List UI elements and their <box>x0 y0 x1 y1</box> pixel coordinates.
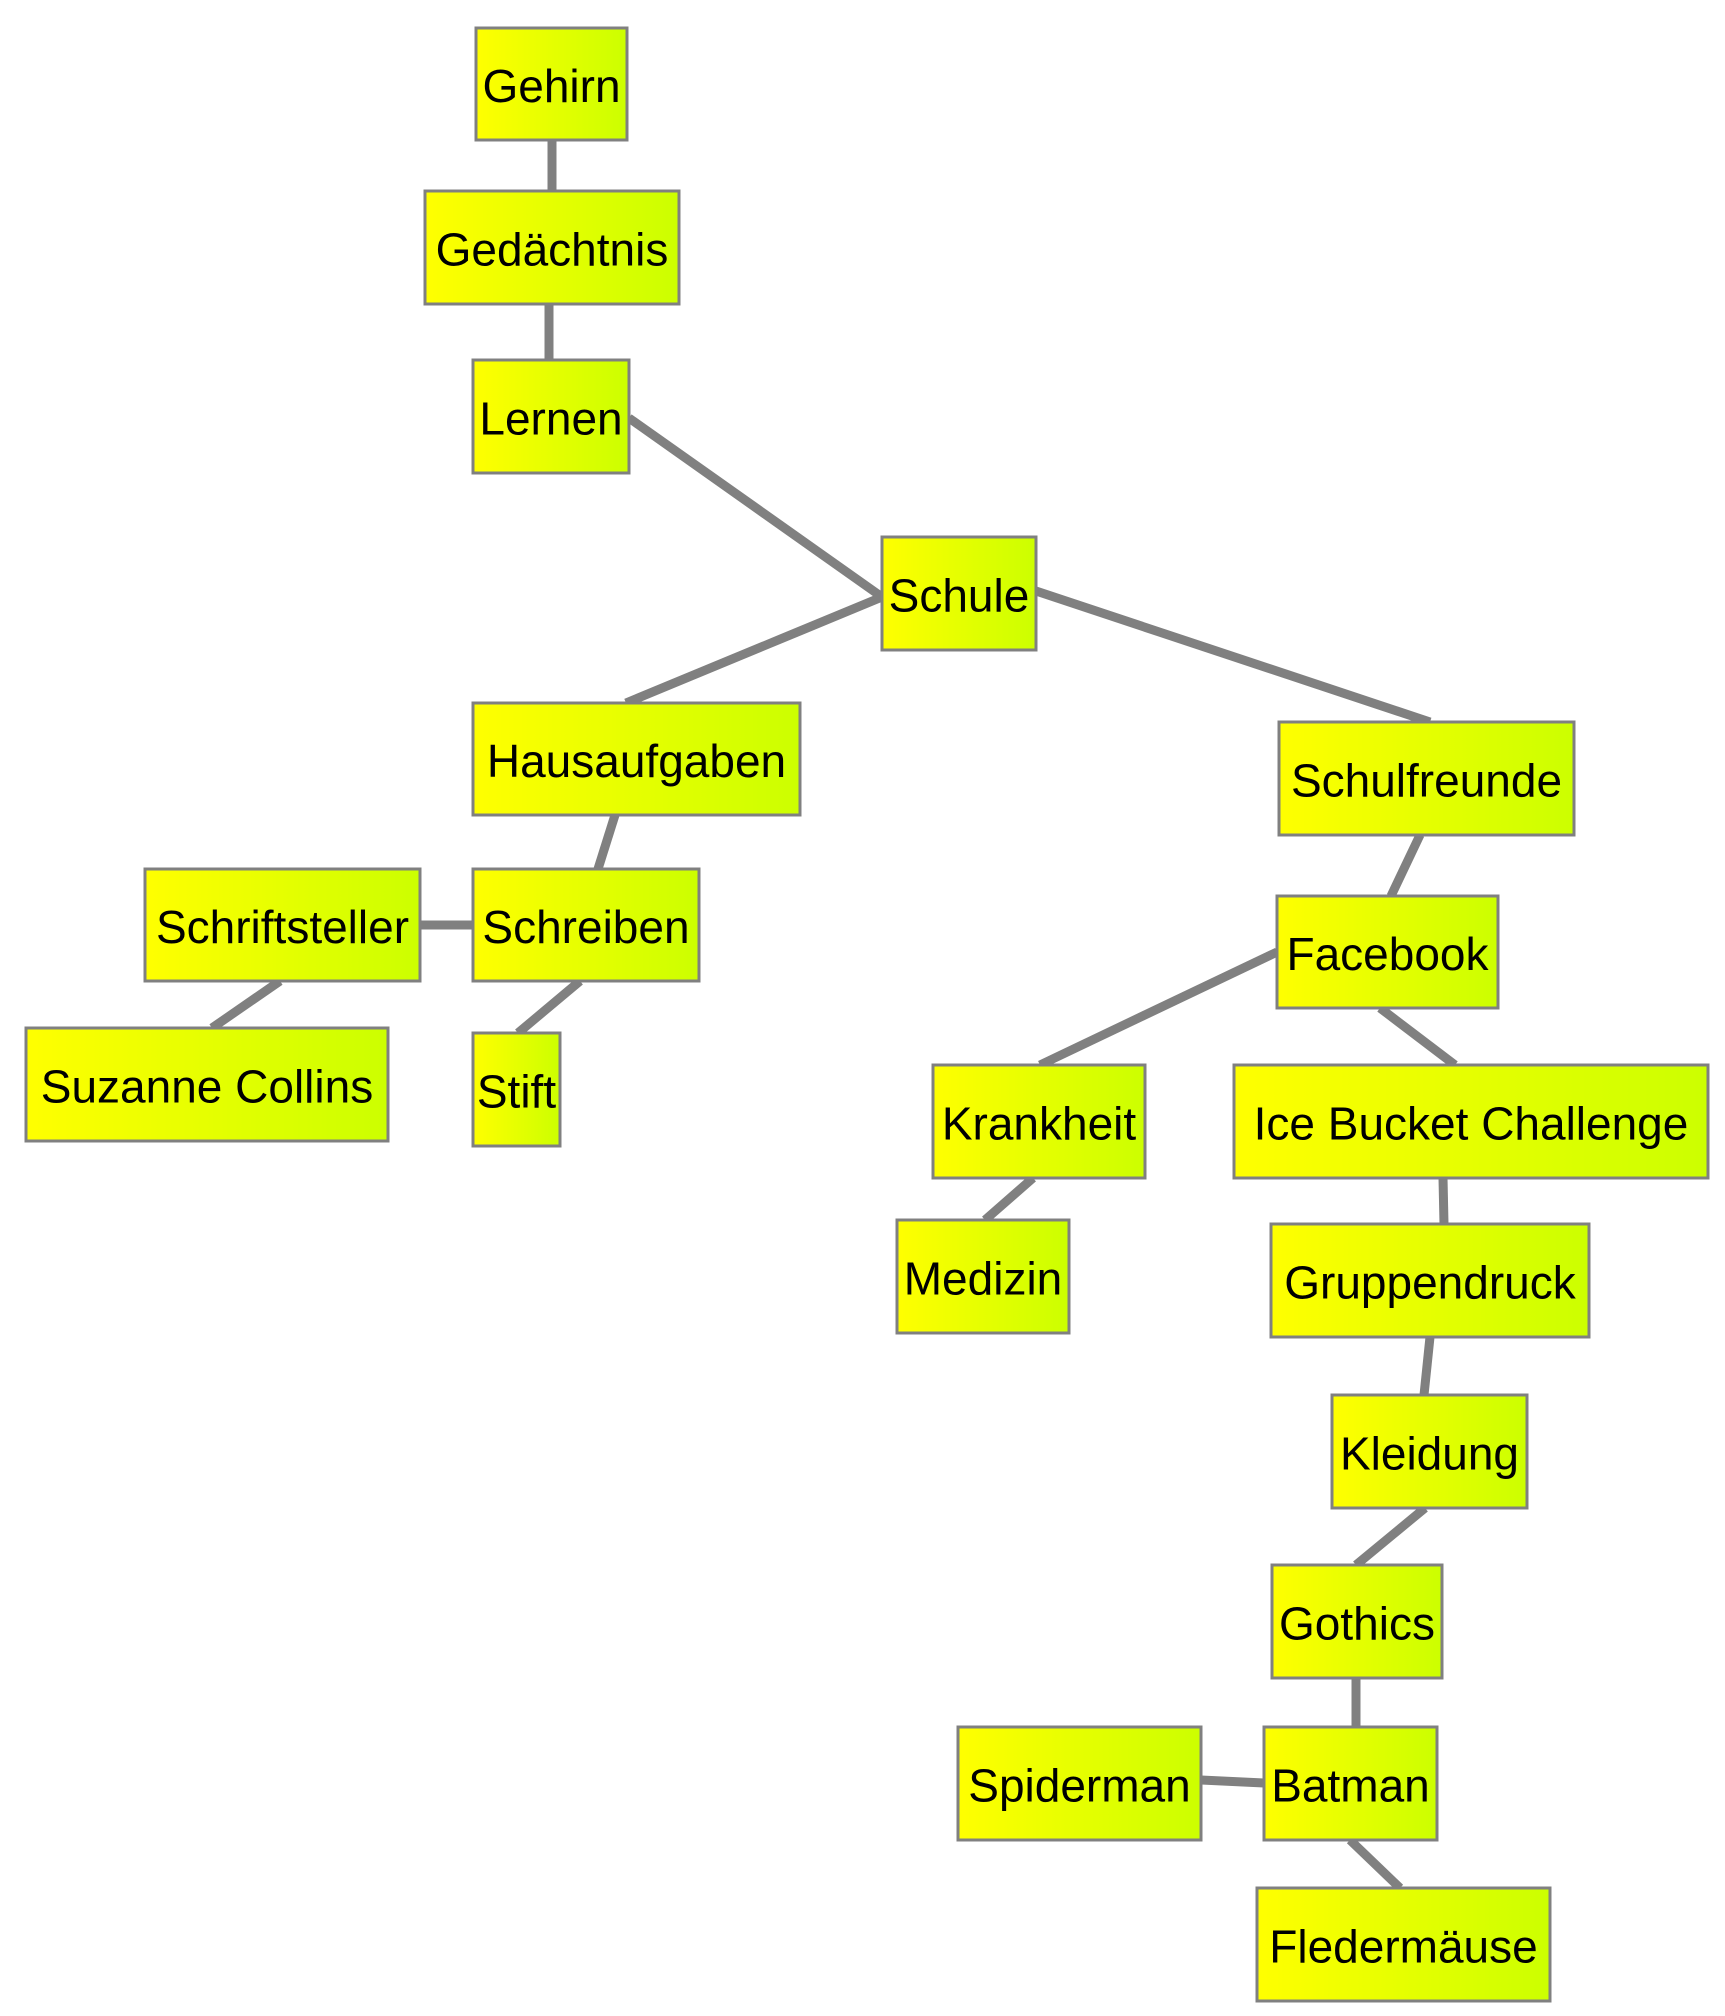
edge-krankheit-medizin <box>982 1174 1036 1224</box>
node-gehirn[interactable]: Gehirn <box>474 26 629 142</box>
edge-ice-bucket-challenge-gruppendruck <box>1438 1177 1449 1225</box>
node-box[interactable] <box>1262 1725 1439 1842</box>
node-label: Hausaufgaben <box>487 735 786 787</box>
node-batman[interactable]: Batman <box>1262 1725 1439 1842</box>
node-stift[interactable]: Stift <box>471 1031 562 1148</box>
edge-lernen-schule <box>626 414 885 601</box>
node-krankheit[interactable]: Krankheit <box>931 1063 1147 1180</box>
node-label: Schreiben <box>482 901 689 953</box>
node-label: Schulfreunde <box>1291 755 1562 807</box>
node-box[interactable] <box>1255 1886 1552 2003</box>
node-ice-bucket-challenge[interactable]: Ice Bucket Challenge <box>1232 1063 1710 1180</box>
node-label: Gehirn <box>482 60 620 112</box>
node-spiderman[interactable]: Spiderman <box>956 1725 1203 1842</box>
node-box[interactable] <box>895 1218 1071 1335</box>
edge-facebook-ice-bucket-challenge <box>1377 1004 1458 1069</box>
node-label: Krankheit <box>942 1098 1137 1150</box>
node-box[interactable] <box>1277 720 1576 837</box>
edge-schriftsteller-suzanne-collins <box>209 977 283 1032</box>
node-box[interactable] <box>143 867 422 983</box>
edge-schule-schulfreunde <box>1034 586 1432 727</box>
node-label: Fledermäuse <box>1269 1921 1537 1973</box>
edge-facebook-krankheit <box>1038 947 1279 1070</box>
node-medizin[interactable]: Medizin <box>895 1218 1071 1335</box>
node-box[interactable] <box>931 1063 1147 1180</box>
node-box[interactable] <box>24 1026 390 1143</box>
node-box[interactable] <box>423 189 681 306</box>
node-box[interactable] <box>1270 1563 1444 1680</box>
node-box[interactable] <box>1232 1063 1710 1180</box>
node-label: Gruppendruck <box>1284 1257 1576 1309</box>
node-box[interactable] <box>1275 894 1500 1010</box>
node-box[interactable] <box>1330 1393 1529 1510</box>
node-gothics[interactable]: Gothics <box>1270 1563 1444 1680</box>
node-box[interactable] <box>471 358 631 475</box>
node-label: Medizin <box>904 1253 1063 1305</box>
edge-schulfreunde-facebook <box>1386 833 1425 898</box>
node-label: Schule <box>889 570 1030 622</box>
edge-batman-fledermaeuse <box>1346 1836 1404 1892</box>
node-label: Suzanne Collins <box>41 1061 373 1113</box>
node-suzanne-collins[interactable]: Suzanne Collins <box>24 1026 390 1143</box>
node-label: Batman <box>1271 1760 1430 1812</box>
node-label: Ice Bucket Challenge <box>1254 1098 1689 1150</box>
edge-gruppendruck-kleidung <box>1419 1336 1435 1396</box>
node-schriftsteller[interactable]: Schriftsteller <box>143 867 422 983</box>
node-schule[interactable]: Schule <box>880 535 1038 652</box>
node-label: Spiderman <box>968 1760 1190 1812</box>
node-label: Kleidung <box>1340 1428 1519 1480</box>
edge-kleidung-gothics <box>1353 1504 1428 1569</box>
node-label: Gedächtnis <box>436 224 669 276</box>
node-box[interactable] <box>471 701 802 817</box>
node-gedaechtnis[interactable]: Gedächtnis <box>423 189 681 306</box>
node-box[interactable] <box>471 1031 562 1148</box>
node-hausaufgaben[interactable]: Hausaufgaben <box>471 701 802 817</box>
edges-layer <box>209 140 1458 1892</box>
node-kleidung[interactable]: Kleidung <box>1330 1393 1529 1510</box>
node-fledermaeuse[interactable]: Fledermäuse <box>1255 1886 1552 2003</box>
node-lernen[interactable]: Lernen <box>471 358 631 475</box>
node-label: Gothics <box>1279 1598 1435 1650</box>
node-gruppendruck[interactable]: Gruppendruck <box>1269 1222 1591 1339</box>
nodes-layer: GehirnGedächtnisLernenSchuleHausaufgaben… <box>24 26 1710 2003</box>
node-schreiben[interactable]: Schreiben <box>471 867 701 983</box>
edge-hausaufgaben-schreiben <box>593 813 620 871</box>
node-label: Stift <box>477 1066 556 1118</box>
node-box[interactable] <box>956 1725 1203 1842</box>
node-label: Schriftsteller <box>156 901 409 953</box>
node-box[interactable] <box>1269 1222 1591 1339</box>
node-box[interactable] <box>474 26 629 142</box>
node-schulfreunde[interactable]: Schulfreunde <box>1277 720 1576 837</box>
edge-schule-hausaufgaben <box>624 592 884 708</box>
node-label: Facebook <box>1286 928 1489 980</box>
node-box[interactable] <box>880 535 1038 652</box>
edge-spiderman-batman <box>1200 1775 1265 1788</box>
node-box[interactable] <box>471 867 701 983</box>
node-facebook[interactable]: Facebook <box>1275 894 1500 1010</box>
node-label: Lernen <box>479 393 622 445</box>
edge-schreiben-stift <box>515 977 583 1037</box>
